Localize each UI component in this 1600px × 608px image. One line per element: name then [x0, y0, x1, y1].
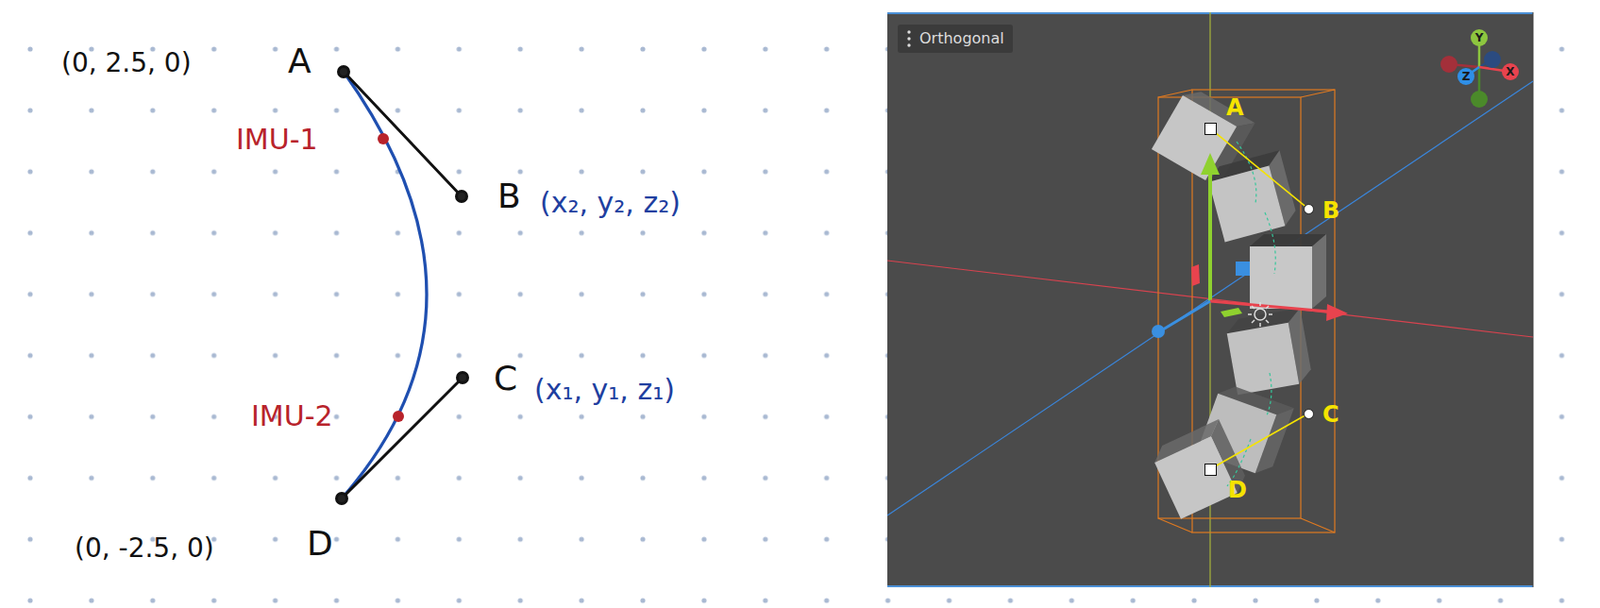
point-label: A: [1226, 96, 1245, 119]
viewport-point: A: [1204, 122, 1217, 135]
point-label: B: [1322, 199, 1340, 222]
link-line: [1216, 133, 1305, 205]
viewport-point: B: [1303, 203, 1314, 215]
point-label: B: [497, 179, 522, 214]
link-line: [348, 76, 457, 192]
link-line: [1216, 133, 1305, 205]
point-label: C: [1322, 403, 1340, 426]
link-line: [348, 76, 457, 192]
link-line: [1216, 416, 1305, 467]
point-marker: (0, 2.5, 0)A: [336, 65, 351, 79]
axis-letter: Z: [1462, 70, 1471, 83]
sensor-label: IMU-2: [251, 402, 334, 431]
view-mode-label: Orthogonal: [919, 31, 1005, 47]
link-line: [346, 382, 458, 494]
viewport: [887, 12, 1533, 588]
point-label: D: [306, 526, 334, 561]
point-label: (x₁, y₁, z₁): [534, 375, 675, 405]
point-marker: C(x₁, y₁, z₁): [455, 370, 470, 385]
point-label: D: [1228, 478, 1247, 502]
point-label: (0, 2.5, 0): [61, 50, 192, 77]
axis-letter: X: [1505, 66, 1515, 78]
rod-curve: [341, 71, 427, 499]
point-label: A: [287, 44, 312, 79]
link-line: [1216, 416, 1305, 467]
point-marker: (0, -2.5, 0)D: [335, 491, 349, 506]
point-marker: B(x₂, y₂, z₂): [454, 189, 469, 203]
sensor-label: IMU-1: [235, 125, 319, 154]
imu-dot: [392, 410, 405, 422]
imu-dot: [377, 133, 389, 145]
viewport-point: C: [1303, 408, 1314, 420]
point-label: (0, -2.5, 0): [74, 535, 215, 562]
point-label: (x₂, y₂, z₂): [539, 188, 681, 218]
link-line: [346, 382, 458, 494]
point-label: C: [493, 361, 518, 396]
viewport-point: D: [1204, 463, 1217, 476]
axis-letter: Y: [1475, 32, 1484, 44]
